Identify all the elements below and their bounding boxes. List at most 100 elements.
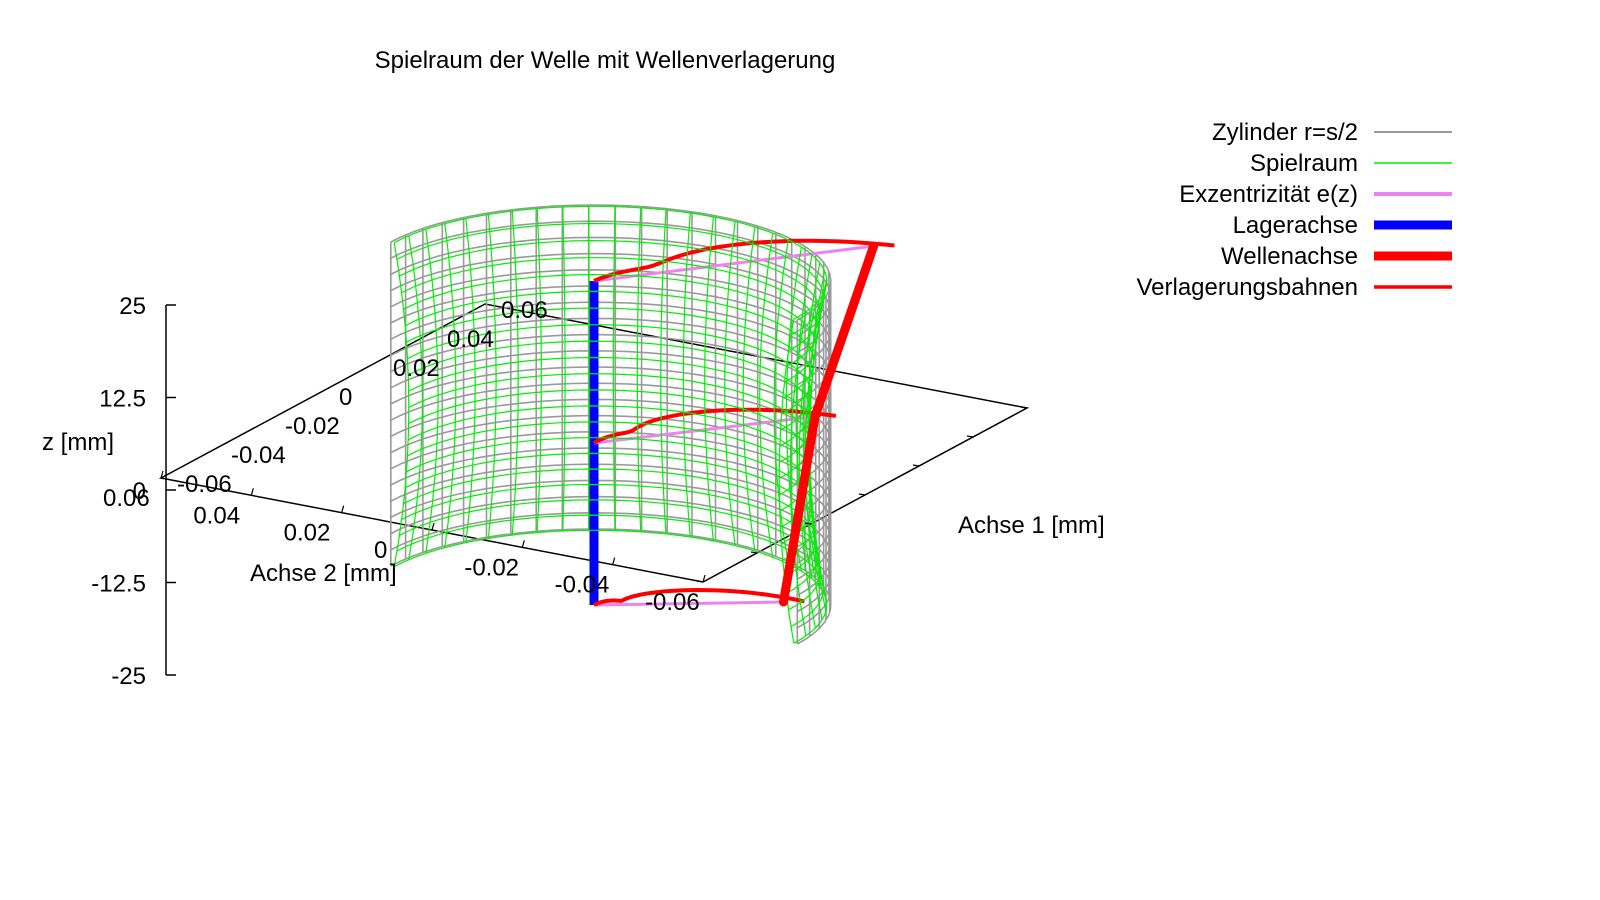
mesh-line-horizontal <box>406 437 814 545</box>
mesh-line-horizontal <box>390 349 832 467</box>
y-tick-label: -0.02 <box>464 554 519 581</box>
x-tick-label: 0.02 <box>393 355 440 382</box>
mesh-line-horizontal <box>393 529 828 644</box>
mesh-line-vertical <box>465 218 476 543</box>
y-tick-label: -0.04 <box>555 572 610 599</box>
z-axis-label: z [mm] <box>42 429 114 456</box>
legend-label: Wellenachse <box>1221 243 1358 270</box>
mesh-line-vertical <box>682 212 691 538</box>
x-tick-label: 0.04 <box>447 326 494 353</box>
x-tick-mark <box>804 522 812 525</box>
mesh-line-vertical <box>636 207 642 532</box>
y-tick-label: 0.04 <box>193 502 240 529</box>
x-tick-label: -0.06 <box>177 471 232 498</box>
z-tick-label: 0 <box>133 478 146 505</box>
mesh-line-horizontal <box>401 483 819 594</box>
x-tick-mark <box>858 493 866 496</box>
mesh-line-vertical <box>511 210 519 536</box>
mesh-line-horizontal <box>390 204 832 321</box>
y-tick-mark <box>702 574 706 583</box>
mesh-line-horizontal <box>390 220 832 337</box>
mesh-line-horizontal <box>390 479 832 597</box>
y-tick-label: -0.06 <box>645 589 700 616</box>
displacement-path <box>593 238 895 283</box>
y-tick-mark <box>250 488 254 496</box>
shaft-axis <box>779 241 879 607</box>
legend-label: Zylinder r=s/2 <box>1212 119 1358 146</box>
mesh-line-horizontal <box>390 463 832 580</box>
z-tick-label: 25 <box>119 293 146 320</box>
x-tick-mark <box>696 580 704 583</box>
mesh-line-vertical <box>425 229 439 554</box>
mesh-line-horizontal <box>407 324 812 431</box>
cylinder-mesh-front <box>393 205 828 644</box>
y-tick-mark <box>612 557 616 565</box>
mesh-line-horizontal <box>396 514 825 628</box>
mesh-line-vertical <box>444 223 457 548</box>
x-tick-label: 0 <box>339 384 352 411</box>
mesh-line-horizontal <box>407 405 812 512</box>
mesh-line-horizontal <box>390 528 832 645</box>
mesh-line-vertical <box>536 208 542 533</box>
y-tick-mark <box>341 505 345 513</box>
mesh-line-horizontal <box>390 268 832 386</box>
displacement-path <box>593 587 805 607</box>
x-tick-label: -0.04 <box>231 442 286 469</box>
mesh-line-horizontal <box>399 499 822 611</box>
mesh-line-vertical <box>562 206 566 531</box>
mesh-line-vertical <box>393 242 410 567</box>
x-tick-mark <box>966 435 974 438</box>
legend-label: Spielraum <box>1250 150 1358 177</box>
mesh-line-horizontal <box>390 382 832 499</box>
legend-label: Verlagerungsbahnen <box>1136 274 1358 301</box>
mesh-line-vertical <box>487 214 497 539</box>
y-axis-ticks: -0.06 -0.04 -0.02 0 0.02 0.04 0.06 <box>103 470 706 616</box>
mesh-line-horizontal <box>390 511 832 629</box>
mesh-line-horizontal <box>404 290 815 399</box>
y-tick-label: 0.02 <box>284 520 331 547</box>
mesh-line-horizontal <box>390 333 832 451</box>
shaft-axis-line <box>779 241 879 607</box>
mesh-line-horizontal <box>404 452 815 561</box>
y-tick-mark <box>431 522 435 531</box>
eccentricity-line <box>593 244 874 283</box>
x-tick-label: 0.06 <box>501 297 548 324</box>
legend-label: Exzentrizität e(z) <box>1179 181 1358 208</box>
mesh-line-horizontal <box>406 307 814 415</box>
z-tick-label: 12.5 <box>99 386 146 413</box>
chart-title: Spielraum der Welle mit Wellenverlagerun… <box>375 47 836 74</box>
mesh-line-horizontal <box>390 366 832 483</box>
eccentricity-line <box>593 600 784 607</box>
legend-label: Lagerachse <box>1233 212 1358 239</box>
cylinder-mesh-back <box>389 204 832 645</box>
y-tick-label: 0 <box>374 537 387 564</box>
mesh-line-horizontal <box>408 373 811 480</box>
x-tick-mark <box>750 551 758 554</box>
x-tick-mark <box>912 464 920 467</box>
mesh-line-horizontal <box>396 222 825 336</box>
mesh-line-horizontal <box>390 317 832 435</box>
mesh-line-vertical <box>660 209 667 534</box>
mesh-line-horizontal <box>403 273 817 383</box>
mesh-line-horizontal <box>399 239 822 352</box>
y-tick-label: 0.06 <box>103 485 150 512</box>
mesh-line-vertical <box>742 226 756 552</box>
y-axis-label: Achse 2 [mm] <box>250 560 397 587</box>
y-tick-mark <box>160 470 164 479</box>
mesh-line-horizontal <box>390 495 832 613</box>
mesh-line-horizontal <box>401 257 819 368</box>
mesh-line-horizontal <box>390 414 832 532</box>
mesh-line-horizontal <box>407 421 812 528</box>
mesh-line-horizontal <box>390 447 832 564</box>
z-tick-label: -12.5 <box>91 571 146 598</box>
x-axis-label: Achse 1 [mm] <box>958 512 1105 539</box>
mesh-line-horizontal <box>407 340 812 447</box>
x-tick-label: -0.02 <box>285 413 340 440</box>
mesh-line-horizontal <box>393 205 828 320</box>
mesh-line-vertical <box>724 221 736 546</box>
x-tick-mark <box>1020 406 1028 409</box>
